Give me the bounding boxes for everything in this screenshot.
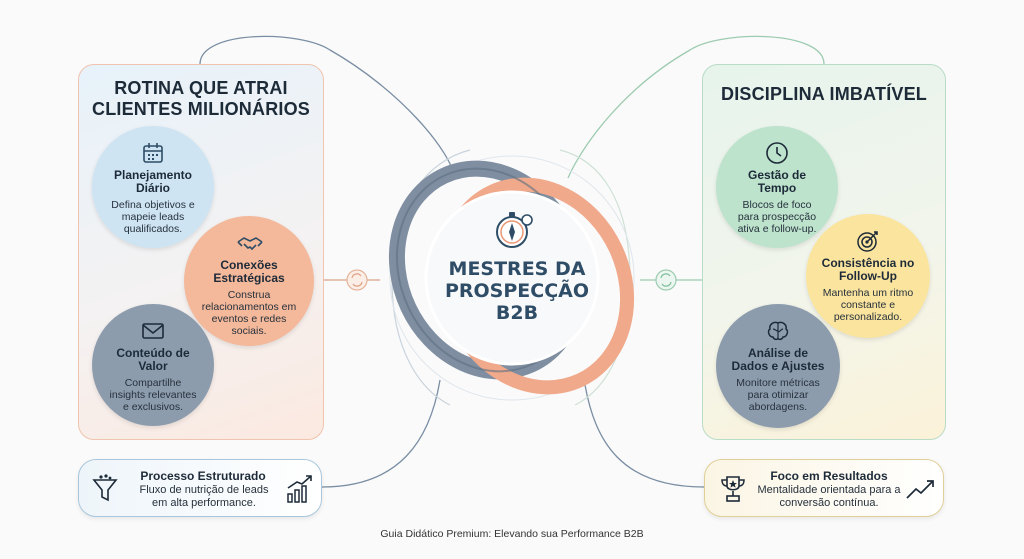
trophy-icon (719, 474, 747, 504)
handshake-icon (236, 230, 263, 256)
connector-right-top (567, 35, 825, 179)
clock-icon (764, 140, 790, 166)
calendar-icon (140, 140, 166, 166)
card-desc: Blocos de foco para prospecção ativa e f… (737, 199, 817, 235)
compass-gear-icon (496, 212, 533, 248)
box-title: Processo Estruturado (140, 469, 266, 483)
card-title: Análise de Dados e Ajustes (731, 346, 825, 373)
right-panel-title: DISCIPLINA IMBATÍVEL (721, 84, 927, 104)
connector-left-bottom (321, 379, 441, 488)
connector-right-ring (559, 149, 631, 281)
sync-marker-right (655, 269, 677, 291)
brain-icon (765, 318, 791, 344)
funnel-icon (91, 474, 119, 504)
bottom-box-processo-estruturado: Processo Estruturado Fluxo de nutrição d… (78, 459, 322, 517)
card-consistencia-follow-up: Consistência no Follow-Up Mantenha um ri… (806, 214, 930, 338)
footer-caption: Guia Didático Premium: Elevando sua Perf… (380, 528, 644, 540)
card-planejamento-diario: Planejamento Diário Defina objetivos e m… (92, 126, 214, 248)
card-desc: Compartilhe insights relevantes e exclus… (109, 377, 197, 413)
card-title: Gestão de Tempo (747, 168, 807, 195)
sync-marker-left (346, 269, 368, 291)
target-icon (855, 228, 881, 254)
card-title: Conteúdo de Valor (116, 346, 190, 373)
card-analise-de-dados: Análise de Dados e Ajustes Monitore métr… (716, 304, 840, 428)
connector-right-bottom (584, 384, 705, 488)
trend-arrow-icon (905, 476, 937, 502)
box-desc: Mentalidade orientada para a conversão c… (757, 484, 901, 509)
box-desc: Fluxo de nutrição de leads em alta perfo… (139, 484, 269, 509)
connector-left-ring-low (391, 279, 451, 406)
card-desc: Construa relacionamentos em eventos e re… (201, 289, 297, 337)
card-desc: Defina objetivos e mapeie leads qualific… (111, 199, 195, 235)
bottom-box-foco-em-resultados: Foco em Resultados Mentalidade orientada… (704, 459, 944, 517)
connector-left-top (199, 35, 456, 179)
card-title: Consistência no Follow-Up (821, 256, 915, 283)
growth-bars-icon (285, 472, 315, 504)
card-title: Conexões Estratégicas (213, 258, 285, 285)
card-desc: Mantenha um ritmo constante e personaliz… (822, 287, 914, 323)
hub-rings (388, 155, 635, 401)
card-desc: Monitore métricas para otimizar abordage… (736, 377, 820, 413)
envelope-icon (140, 318, 166, 344)
card-conteudo-de-valor: Conteúdo de Valor Compartilhe insights r… (92, 304, 214, 426)
card-conexoes-estrategicas: Conexões Estratégicas Construa relaciona… (184, 216, 314, 346)
box-title: Foco em Resultados (770, 469, 888, 483)
left-panel-title: ROTINA QUE ATRAI CLIENTES MILIONÁRIOS (92, 78, 311, 119)
card-title: Planejamento Diário (113, 168, 193, 195)
card-gestao-de-tempo: Gestão de Tempo Blocos de foco para pros… (716, 126, 838, 248)
hub-title: MESTRES DA PROSPECÇÃO B2B (444, 258, 590, 324)
